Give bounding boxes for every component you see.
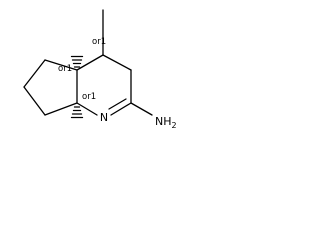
hash-wedge-upper-junction	[70, 55, 84, 68]
bond-c7a-c7	[44, 102, 78, 116]
stereo-label-lower-junction: or1	[82, 92, 96, 102]
amine-main-text: NH	[155, 115, 172, 128]
chemical-structure: N NH2 or1 or1 or1	[23, 9, 177, 130]
stereo-label-upper-junction: or1	[58, 64, 72, 74]
bond-c2-n1	[110, 102, 132, 116]
amine-label: NH2	[155, 115, 177, 130]
bond-c2-nh2	[130, 102, 153, 116]
bond-c4a-c4	[76, 54, 104, 71]
bond-c5-c4a	[44, 59, 78, 71]
hash-wedge-lower-junction	[70, 106, 84, 119]
bond-c2-n1-double	[108, 98, 127, 110]
bond-c4-c3	[102, 54, 132, 71]
stereo-label-methyl-carbon: or1	[92, 37, 106, 47]
bond-c6-c5	[23, 59, 46, 88]
ring-nitrogen-label: N	[100, 111, 108, 124]
amine-subscript: 2	[172, 121, 177, 130]
bond-c7-c6	[23, 86, 46, 116]
bond-n1-c7a	[76, 102, 98, 116]
